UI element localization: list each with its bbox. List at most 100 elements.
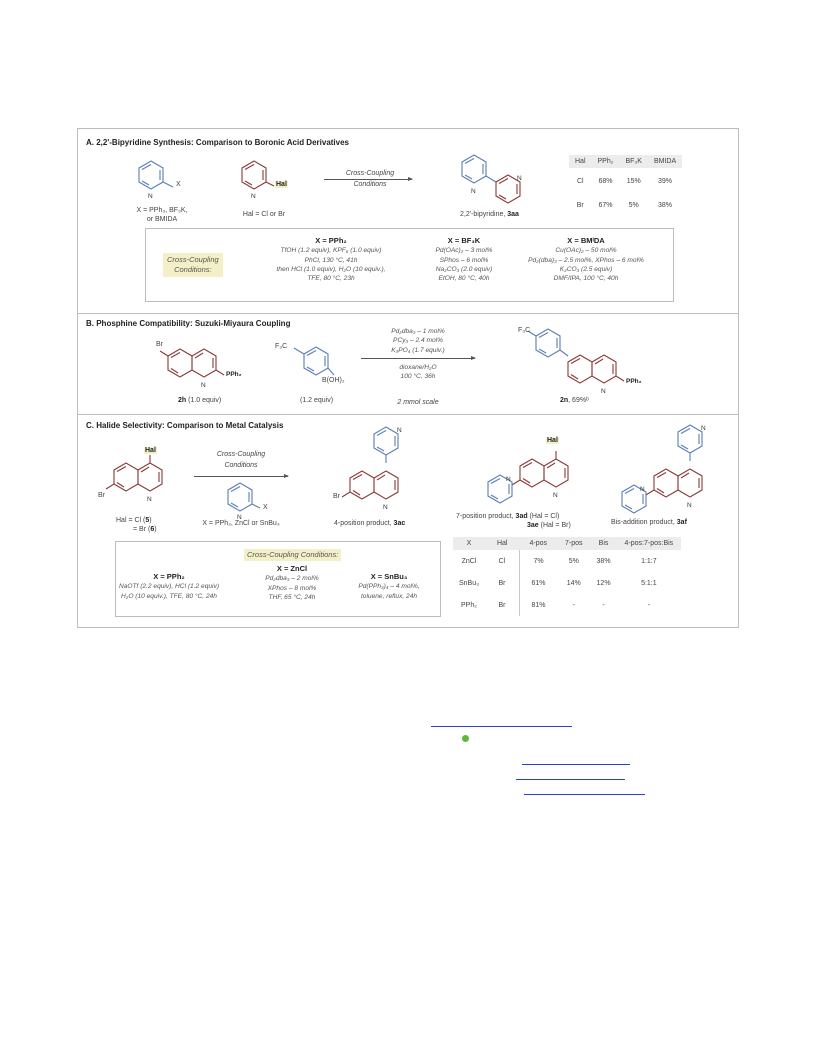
- table-a-header: Hal: [569, 155, 592, 168]
- 3af-caption: Bis-addition product, 3af: [611, 519, 687, 526]
- section-divider: [78, 313, 738, 314]
- section-c-arrow-label2: Conditions: [224, 462, 258, 469]
- boronic-cf3-label: F₃C: [275, 343, 288, 350]
- section-c-title: C. Halide Selectivity: Comparison to Met…: [86, 421, 284, 430]
- 2n-pph2-label: PPh₂: [626, 378, 642, 385]
- section-b-title: B. Phosphine Compatibility: Suzuki-Miyau…: [86, 319, 291, 328]
- section-a-yield-table: Hal PPh₂ BF₃K BMIDA Cl 68% 15% 39% Br 67…: [569, 155, 683, 216]
- haloquinoline-structure: N: [105, 455, 163, 503]
- haloquinoline-hal-label: Hal: [144, 447, 157, 454]
- table-c-header: 7-pos: [557, 537, 591, 550]
- table-c-header: 4-pos: [519, 537, 558, 550]
- product-3af-structure: N N N: [621, 424, 706, 514]
- table-row: Cl 68% 15% 39%: [576, 177, 673, 185]
- bipyridine-structure: N N: [461, 154, 522, 204]
- reagent1-caption-line1: X = PPh₃, BF₃K,: [136, 207, 188, 214]
- reagent1-x-label: X: [176, 181, 181, 188]
- product-3aa-caption: 2,2'-bipyridine, 3aa: [460, 211, 519, 218]
- pyridine-x-reagent-label: X: [263, 504, 268, 511]
- svg-text:N: N: [506, 476, 511, 483]
- table-c-header: X: [453, 537, 485, 550]
- 2h-br-label: Br: [156, 341, 163, 348]
- svg-text:N: N: [237, 514, 242, 521]
- aryl-boronic-acid-structure: [293, 346, 335, 376]
- table-c-header: Hal: [484, 537, 520, 550]
- section-a-arrow-label1: Cross-Coupling: [345, 170, 395, 177]
- reagent2-caption: Hal = Cl or Br: [242, 211, 286, 218]
- quinoline-2h-structure: N: [159, 348, 225, 389]
- conditions-bmida-column: X = BMᴵDA Cu(OAc)₂ – 50 mol% Pd₂(dba)₃ –…: [528, 236, 644, 283]
- reference-link-underline[interactable]: [431, 726, 572, 727]
- section-c-yield-table: X Hal 4-pos 7-pos Bis 4-pos:7-pos:Bis Zn…: [453, 537, 682, 616]
- 2n-cf3-label: F₃C: [518, 327, 531, 334]
- section-a-title: A. 2,2'-Bipyridine Synthesis: Comparison…: [86, 138, 349, 147]
- reagent2-hal-label: Hal: [275, 181, 288, 188]
- product-3ad-structure: N N: [487, 451, 569, 504]
- table-row: PPh₂ Br 81% - - -: [453, 594, 681, 616]
- table-a-header: BMIDA: [647, 155, 683, 168]
- product-3ac-structure: N N: [341, 426, 402, 511]
- svg-text:N: N: [201, 382, 206, 389]
- conditions-pph2-column: X = PPh₂ NaOTf (2.2 equiv), HCl (1.2 equ…: [118, 572, 220, 600]
- conditions-pph2-column: X = PPh₂ TfOH (1.2 equiv), KPF₆ (1.0 equ…: [276, 236, 386, 283]
- table-a-header: BF₃K: [619, 155, 648, 168]
- pyridine-hal-structure: N: [241, 160, 275, 200]
- 2n-caption: 2n, 69%ᵇ: [560, 397, 589, 404]
- conditions-snbu3-column: X = SnBu₃ Pd(PPh₃)₄ – 4 mol%, toluene, r…: [358, 572, 420, 600]
- pyridine-x-structure: N: [138, 160, 174, 200]
- scheme-figure: A. 2,2'-Bipyridine Synthesis: Comparison…: [77, 128, 739, 628]
- table-c-header: Bis: [590, 537, 617, 550]
- table-a-header: PPh₂: [591, 155, 620, 168]
- section-b-conditions-above: Pd₂dba₃ – 1 mol% PCy₃ – 2.4 mol% K₃PO₄ (…: [391, 328, 445, 354]
- svg-text:N: N: [640, 486, 645, 493]
- pyridine-x-reagent-structure: N: [227, 482, 261, 521]
- table-c-header: 4-pos:7-pos:Bis: [616, 537, 682, 550]
- reference-link-underline[interactable]: [524, 794, 645, 795]
- 3ac-caption: 4-position product, 3ac: [334, 520, 406, 527]
- reference-link-underline[interactable]: [516, 779, 625, 780]
- 2h-caption: 2h (1.0 equiv): [178, 397, 222, 404]
- svg-text:N: N: [553, 492, 558, 499]
- table-row: ZnCl Cl 7% 5% 38% 1:1:7: [453, 550, 681, 572]
- section-b-scale: 2 mmol scale: [397, 399, 439, 406]
- section-b-reaction-arrow: [361, 356, 476, 360]
- svg-text:N: N: [147, 496, 152, 503]
- section-a-reaction-arrow: [324, 177, 413, 181]
- svg-text:N: N: [251, 193, 256, 200]
- boronic-caption: (1.2 equiv): [300, 397, 334, 404]
- 3ac-br-label: Br: [333, 493, 340, 500]
- 2h-pph2-label: PPh₂: [226, 371, 242, 378]
- svg-text:N: N: [701, 425, 706, 432]
- conditions-bf3k-column: X = BF₃K Pd(OAc)₂ – 3 mol% SPhos – 6 mol…: [435, 236, 493, 283]
- green-dot-icon[interactable]: [462, 735, 469, 742]
- haloquinoline-br-label: Br: [98, 492, 105, 499]
- 3ad-caption: 7-position product, 3ad (Hal = Cl): [456, 513, 560, 520]
- pyridine-x-reagent-caption: X = PPh₂, ZnCl or SnBu₃: [202, 520, 280, 527]
- table-row: SnBu₃ Br 61% 14% 12% 5:1:1: [453, 572, 681, 594]
- svg-text:N: N: [471, 188, 476, 195]
- reference-link-underline[interactable]: [522, 764, 630, 765]
- product-2n-structure: N: [527, 328, 625, 395]
- section-c-conditions-box: Cross-Coupling Conditions: X = PPh₂ NaOT…: [115, 541, 441, 617]
- section-c-arrow-label1: Cross-Coupling: [216, 451, 266, 458]
- section-b-conditions-below: dioxane/H₂O 100 °C, 36h: [399, 364, 437, 381]
- svg-text:N: N: [148, 193, 153, 200]
- svg-text:N: N: [383, 504, 388, 511]
- svg-text:N: N: [397, 427, 402, 434]
- section-c-conditions-label: Cross-Coupling Conditions:: [244, 549, 342, 561]
- conditions-zncl-column: X = ZnCl Pd₂dba₃ – 2 mol% XPhos – 8 mol%…: [265, 564, 319, 601]
- haloquinoline-caption1: Hal = Cl (5): [116, 517, 152, 524]
- svg-text:N: N: [601, 388, 606, 395]
- reagent1-caption-line2: or BMIDA: [146, 216, 178, 223]
- 3ae-caption: 3ae (Hal = Br): [527, 522, 571, 529]
- boronic-boh2-label: B(OH)₂: [322, 377, 345, 384]
- section-a-arrow-label2: Conditions: [353, 181, 387, 188]
- section-divider: [78, 414, 738, 415]
- 3ad-hal-label: Hal: [546, 437, 559, 444]
- svg-text:N: N: [687, 502, 692, 509]
- section-c-reaction-arrow: [194, 474, 289, 478]
- table-row: Br 67% 5% 38%: [576, 201, 673, 209]
- haloquinoline-caption2: = Br (6): [133, 526, 157, 533]
